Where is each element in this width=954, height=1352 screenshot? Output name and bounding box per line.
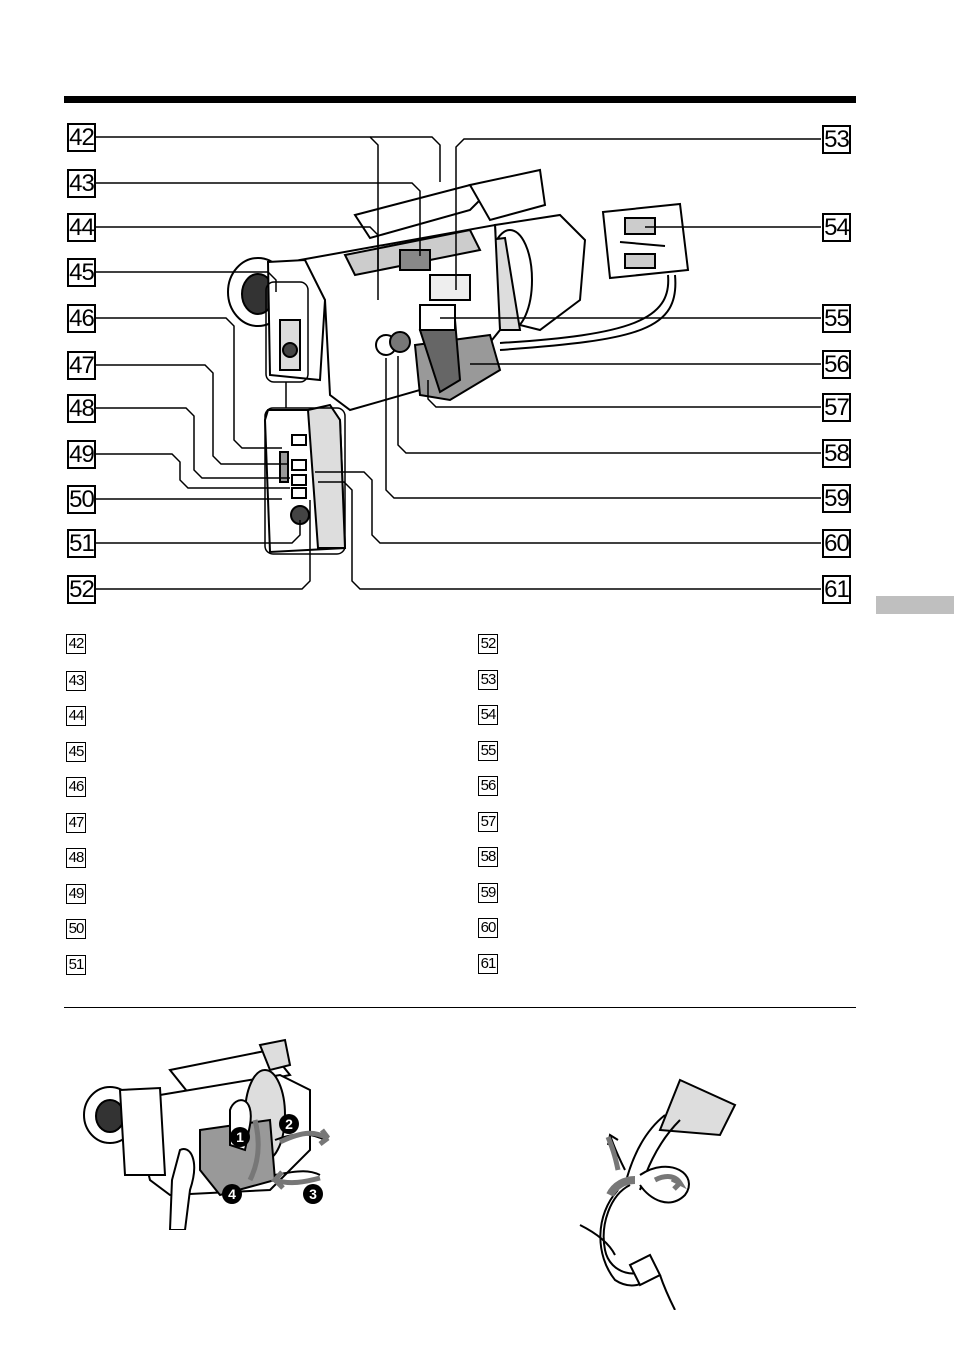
leader-lines [96,136,821,590]
callout-42: 42 [67,123,96,152]
callout-45: 45 [67,258,96,287]
legend-num-60: 60 [478,918,498,938]
camcorder-diagram [96,136,821,590]
strap-loop-illustration [579,1078,737,1310]
legend-num-56: 56 [478,776,498,796]
step-marker-1: 1 [230,1127,250,1147]
callout-46: 46 [67,304,96,333]
callout-55: 55 [822,304,851,333]
callout-59: 59 [822,484,851,513]
legend-num-49: 49 [66,884,86,904]
callout-47: 47 [67,351,96,380]
legend-num-44: 44 [66,706,86,726]
legend-num-48: 48 [66,848,86,868]
callout-54: 54 [822,213,851,242]
callout-60: 60 [822,529,851,558]
battery-cover [601,202,690,280]
legend-num-61: 61 [478,954,498,974]
callout-51: 51 [67,529,96,558]
callout-43: 43 [67,169,96,198]
legend-num-54: 54 [478,705,498,725]
callout-61: 61 [822,575,851,604]
step-marker-4: 4 [222,1184,242,1204]
legend-num-53: 53 [478,670,498,690]
callout-48: 48 [67,394,96,423]
legend-num-57: 57 [478,812,498,832]
section-tab [876,596,954,614]
legend-num-52: 52 [478,634,498,654]
callout-53: 53 [822,125,851,154]
legend-num-59: 59 [478,883,498,903]
callout-52: 52 [67,575,96,604]
callout-58: 58 [822,439,851,468]
legend-num-51: 51 [66,955,86,975]
legend-num-46: 46 [66,777,86,797]
legend-num-42: 42 [66,634,86,654]
callout-57: 57 [822,393,851,422]
legend-num-50: 50 [66,919,86,939]
top-rule [64,96,856,103]
section-divider [64,1007,856,1008]
camcorder-body [227,168,587,412]
step-marker-3: 3 [303,1184,323,1204]
callout-49: 49 [67,440,96,469]
callout-44: 44 [67,213,96,242]
step-marker-2: 2 [279,1114,299,1134]
legend-num-47: 47 [66,813,86,833]
callout-50: 50 [67,485,96,514]
legend-num-43: 43 [66,671,86,691]
legend-num-55: 55 [478,741,498,761]
legend-num-45: 45 [66,742,86,762]
legend-num-58: 58 [478,847,498,867]
callout-56: 56 [822,350,851,379]
